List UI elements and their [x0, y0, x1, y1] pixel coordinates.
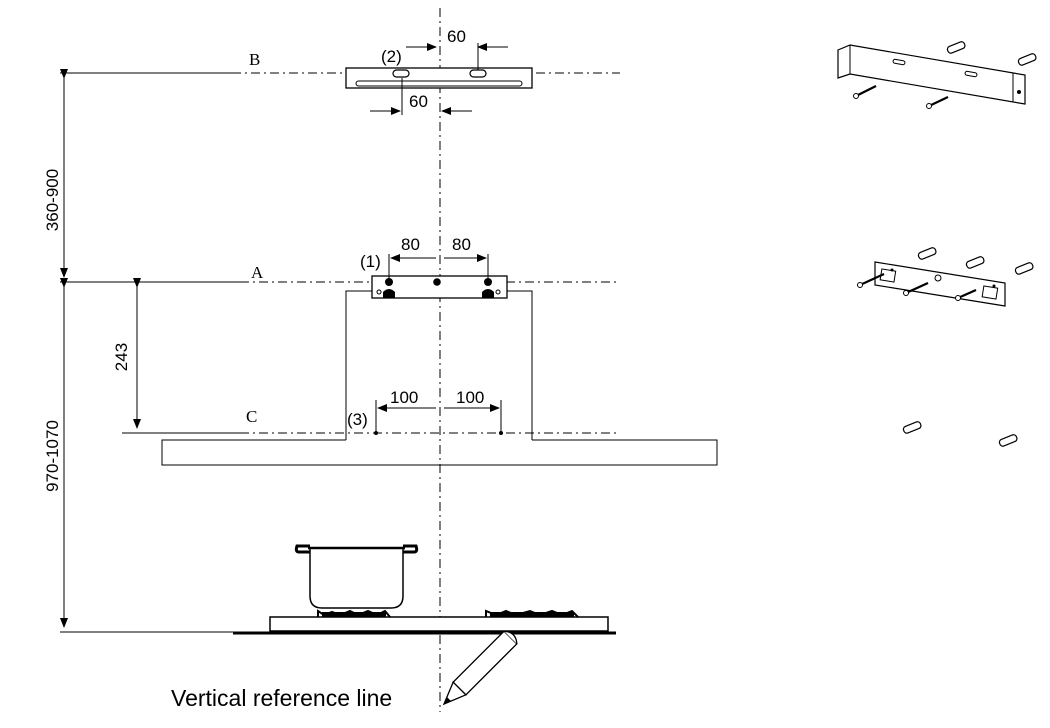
fixing-point-c-left — [374, 431, 378, 435]
level-label-b: B — [249, 50, 260, 69]
level-label-c: C — [246, 407, 257, 426]
wall-plug-icon — [902, 421, 1018, 447]
bracket-b — [345, 67, 533, 89]
dimension-label-c-left: 100 — [390, 388, 418, 407]
callout-part-2: (2) — [381, 47, 402, 66]
pencil-icon — [442, 630, 518, 706]
screw-icon — [857, 273, 977, 301]
bracket-a-illustration — [874, 261, 1006, 307]
cooking-pot — [294, 544, 419, 609]
dimension-label-b-to-a: 360-900 — [43, 169, 62, 231]
wall-plug-icon — [946, 41, 1037, 66]
bracket-b-illustration — [837, 44, 1026, 105]
dimension-label-b-bottom: 60 — [409, 92, 428, 111]
wall-plug-icon — [917, 247, 1034, 275]
reference-line-caption: Vertical reference line — [171, 685, 392, 711]
dimension-label-a-to-c: 243 — [112, 343, 131, 371]
bracket-a — [371, 275, 508, 299]
callout-part-3: (3) — [347, 410, 368, 429]
callout-part-1: (1) — [360, 252, 381, 271]
screw-icon — [853, 85, 949, 109]
dimension-label-c-right: 100 — [456, 388, 484, 407]
dimension-label-b-top: 60 — [447, 27, 466, 46]
gas-cooktop — [233, 609, 616, 635]
dimension-label-a-left: 80 — [401, 235, 420, 254]
dimension-label-a-to-hob: 970-1070 — [43, 420, 62, 492]
hood-chimney — [345, 290, 533, 440]
fixing-point-c-right — [499, 431, 503, 435]
hood-canopy — [161, 439, 718, 466]
level-label-a: A — [251, 263, 264, 282]
dimension-label-a-right: 80 — [452, 235, 471, 254]
